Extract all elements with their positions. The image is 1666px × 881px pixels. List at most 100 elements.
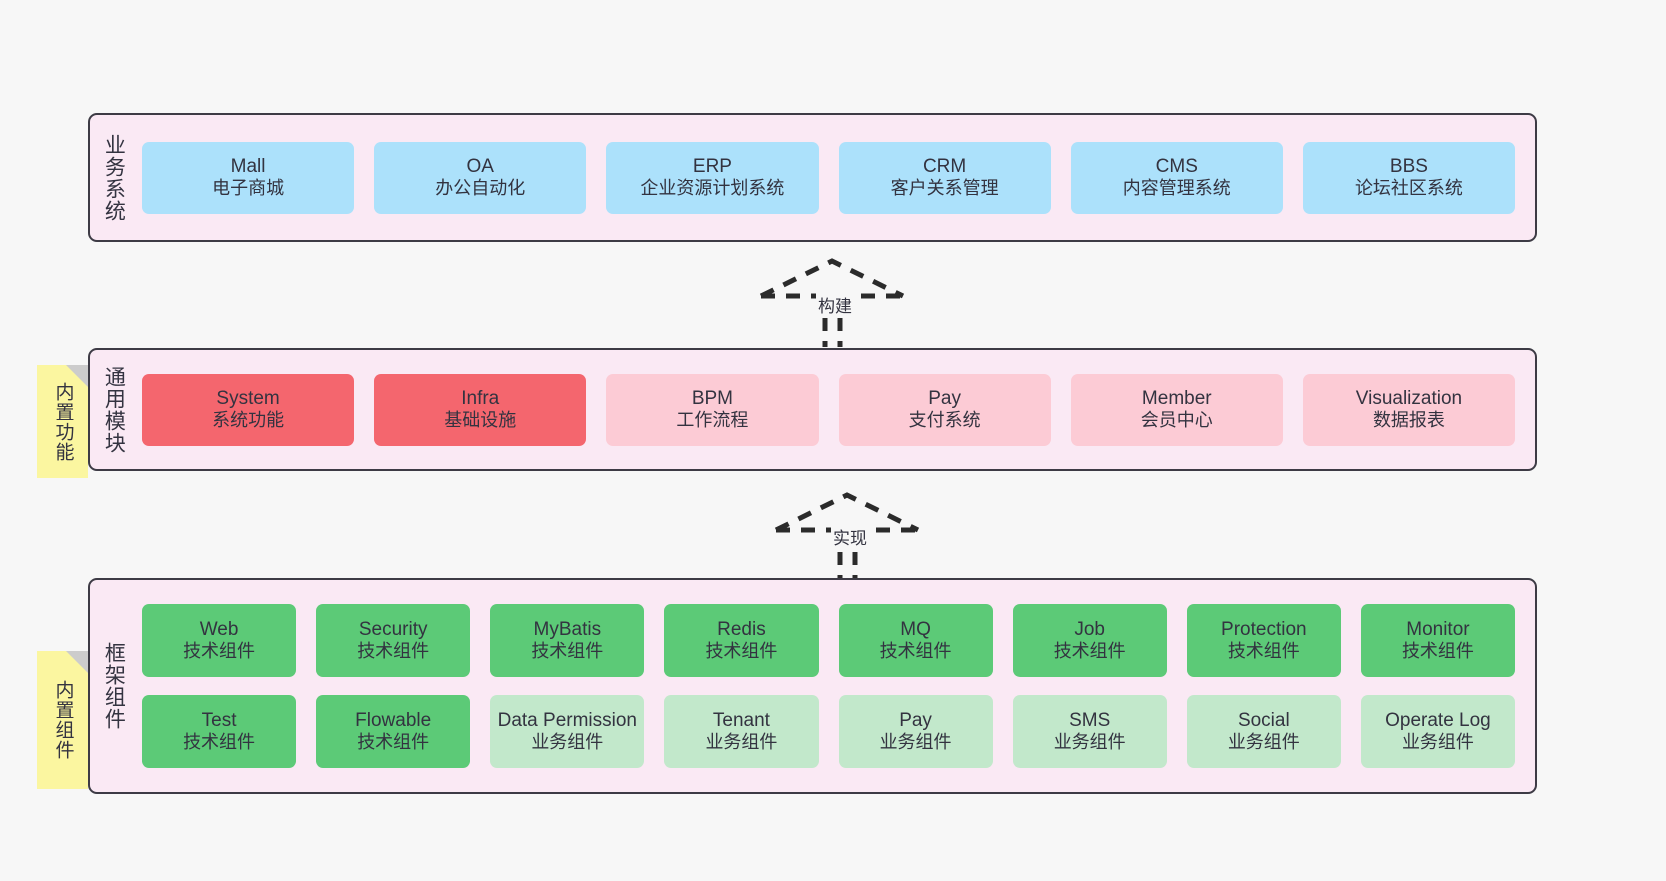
card-subtitle: 论坛社区系统 bbox=[1354, 178, 1463, 199]
card-subtitle: 技术组件 bbox=[357, 732, 430, 753]
card-sms[interactable]: SMS 业务组件 bbox=[1012, 695, 1167, 768]
card-subtitle: 业务组件 bbox=[879, 732, 952, 753]
card-subtitle: 技术组件 bbox=[705, 641, 778, 662]
card-subtitle: 会员中心 bbox=[1140, 410, 1213, 431]
card-subtitle: 业务组件 bbox=[1401, 732, 1474, 753]
card-title: Operate Log bbox=[1385, 709, 1491, 731]
card-subtitle: 技术组件 bbox=[1227, 641, 1300, 662]
card-title: CMS bbox=[1155, 155, 1198, 177]
card-pay[interactable]: Pay 支付系统 bbox=[838, 373, 1051, 446]
card-job[interactable]: Job 技术组件 bbox=[1012, 604, 1167, 677]
card-mq[interactable]: MQ 技术组件 bbox=[838, 604, 993, 677]
card-subtitle: 业务组件 bbox=[705, 732, 778, 753]
card-monitor[interactable]: Monitor 技术组件 bbox=[1360, 604, 1515, 677]
layer-body-common: System 系统功能 Infra 基础设施 BPM 工作流程 Pay 支付系统… bbox=[136, 350, 1535, 469]
card-title: System bbox=[216, 387, 280, 409]
page-fold-icon bbox=[66, 651, 88, 673]
card-subtitle: 办公自动化 bbox=[435, 178, 526, 199]
card-subtitle: 技术组件 bbox=[879, 641, 952, 662]
card-row: Test 技术组件 Flowable 技术组件 Data Permission … bbox=[142, 695, 1515, 768]
card-flowable[interactable]: Flowable 技术组件 bbox=[316, 695, 471, 768]
card-member[interactable]: Member 会员中心 bbox=[1070, 373, 1283, 446]
card-title: Infra bbox=[461, 387, 500, 409]
card-title: Redis bbox=[717, 618, 766, 640]
card-title: Data Permission bbox=[497, 709, 637, 731]
card-security[interactable]: Security 技术组件 bbox=[316, 604, 471, 677]
card-title: Member bbox=[1141, 387, 1212, 409]
card-title: Job bbox=[1074, 618, 1105, 640]
layer-label-common: 通用模块 bbox=[102, 365, 126, 454]
card-pay-business[interactable]: Pay 业务组件 bbox=[838, 695, 993, 768]
card-title: SMS bbox=[1069, 709, 1111, 731]
card-web[interactable]: Web 技术组件 bbox=[142, 604, 297, 677]
card-erp[interactable]: ERP 企业资源计划系统 bbox=[606, 141, 819, 214]
sticky-note-builtin-components: 内置组件 bbox=[37, 651, 88, 789]
sticky-note-label: 内置功能 bbox=[52, 381, 74, 462]
card-oa[interactable]: OA 办公自动化 bbox=[374, 141, 587, 214]
card-title: Pay bbox=[899, 709, 932, 731]
sticky-note-label: 内置组件 bbox=[52, 680, 74, 760]
card-protection[interactable]: Protection 技术组件 bbox=[1186, 604, 1341, 677]
card-subtitle: 内容管理系统 bbox=[1122, 178, 1231, 199]
card-visualization[interactable]: Visualization 数据报表 bbox=[1302, 373, 1516, 446]
card-tenant[interactable]: Tenant 业务组件 bbox=[664, 695, 819, 768]
layer-label-business: 业务系统 bbox=[102, 133, 126, 222]
card-title: Test bbox=[201, 709, 237, 731]
card-mybatis[interactable]: MyBatis 技术组件 bbox=[490, 604, 645, 677]
card-subtitle: 数据报表 bbox=[1372, 410, 1445, 431]
card-title: Monitor bbox=[1406, 618, 1470, 640]
card-system[interactable]: System 系统功能 bbox=[142, 373, 355, 446]
card-subtitle: 系统功能 bbox=[212, 410, 285, 431]
layer-body-framework: Web 技术组件 Security 技术组件 MyBatis 技术组件 Redi… bbox=[136, 580, 1535, 792]
card-subtitle: 技术组件 bbox=[1053, 641, 1126, 662]
card-title: CRM bbox=[922, 155, 967, 177]
card-title: Mall bbox=[230, 155, 266, 177]
card-title: Visualization bbox=[1355, 387, 1463, 409]
card-subtitle: 电子商城 bbox=[212, 178, 285, 199]
page-fold-icon bbox=[66, 365, 88, 387]
card-title: MyBatis bbox=[533, 618, 602, 640]
card-mall[interactable]: Mall 电子商城 bbox=[142, 141, 355, 214]
card-title: BPM bbox=[691, 387, 734, 409]
card-subtitle: 技术组件 bbox=[183, 732, 256, 753]
card-subtitle: 业务组件 bbox=[531, 732, 604, 753]
card-social[interactable]: Social 业务组件 bbox=[1186, 695, 1341, 768]
connector-implement-label: 实现 bbox=[831, 524, 869, 549]
card-operate-log[interactable]: Operate Log 业务组件 bbox=[1360, 695, 1515, 768]
card-subtitle: 技术组件 bbox=[531, 641, 604, 662]
card-title: Security bbox=[358, 618, 428, 640]
card-title: Social bbox=[1237, 709, 1290, 731]
card-subtitle: 业务组件 bbox=[1053, 732, 1126, 753]
card-cms[interactable]: CMS 内容管理系统 bbox=[1070, 141, 1283, 214]
card-title: Protection bbox=[1221, 618, 1307, 640]
card-bpm[interactable]: BPM 工作流程 bbox=[606, 373, 819, 446]
card-redis[interactable]: Redis 技术组件 bbox=[664, 604, 819, 677]
card-subtitle: 技术组件 bbox=[183, 641, 256, 662]
card-subtitle: 企业资源计划系统 bbox=[640, 178, 785, 199]
card-title: BBS bbox=[1389, 155, 1428, 177]
card-row: Web 技术组件 Security 技术组件 MyBatis 技术组件 Redi… bbox=[142, 604, 1515, 677]
card-title: OA bbox=[466, 155, 494, 177]
card-test[interactable]: Test 技术组件 bbox=[142, 695, 297, 768]
layer-body-business: Mall 电子商城 OA 办公自动化 ERP 企业资源计划系统 CRM 客户关系… bbox=[136, 115, 1535, 240]
card-infra[interactable]: Infra 基础设施 bbox=[374, 373, 587, 446]
sticky-note-builtin-functions: 内置功能 bbox=[37, 365, 88, 478]
connector-build-label: 构建 bbox=[816, 292, 854, 317]
card-subtitle: 基础设施 bbox=[444, 410, 517, 431]
card-crm[interactable]: CRM 客户关系管理 bbox=[838, 141, 1051, 214]
card-subtitle: 技术组件 bbox=[357, 641, 430, 662]
card-subtitle: 工作流程 bbox=[676, 410, 749, 431]
layer-label-framework: 框架组件 bbox=[102, 642, 126, 730]
layer-panel-common: 通用模块 System 系统功能 Infra 基础设施 BPM 工作流程 Pay… bbox=[88, 348, 1537, 471]
card-title: MQ bbox=[900, 618, 931, 640]
card-title: Tenant bbox=[712, 709, 770, 731]
card-subtitle: 业务组件 bbox=[1227, 732, 1300, 753]
layer-panel-business: 业务系统 Mall 电子商城 OA 办公自动化 ERP 企业资源计划系统 CRM… bbox=[88, 113, 1537, 242]
card-row: Mall 电子商城 OA 办公自动化 ERP 企业资源计划系统 CRM 客户关系… bbox=[142, 141, 1516, 214]
card-title: ERP bbox=[692, 155, 732, 177]
card-subtitle: 支付系统 bbox=[908, 410, 981, 431]
card-bbs[interactable]: BBS 论坛社区系统 bbox=[1302, 141, 1516, 214]
card-title: Pay bbox=[928, 387, 961, 409]
card-data-permission[interactable]: Data Permission 业务组件 bbox=[490, 695, 645, 768]
